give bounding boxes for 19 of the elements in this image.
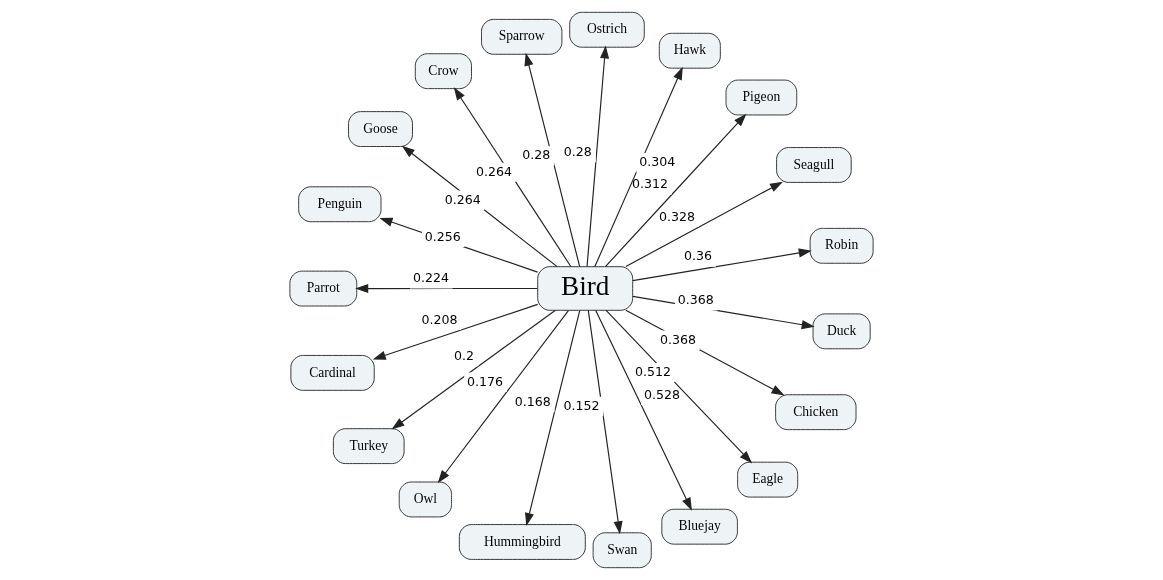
edge-label: 0.256 [424,228,461,244]
edge-label: 0.368 [677,292,714,308]
edge-label: 0.512 [635,363,672,379]
edge-label: 0.152 [563,397,600,413]
edge-label: 0.28 [522,147,551,163]
edge-label: 0.224 [412,270,449,286]
edge-label: 0.264 [444,191,481,207]
edge-label: 0.528 [644,386,681,402]
edge-label: 0.328 [659,208,696,224]
edge-label: 0.264 [476,163,513,179]
edge-label: 0.304 [639,154,676,170]
edge-label: 0.28 [563,143,592,159]
edge-label: 0.36 [684,248,713,264]
edge-label: 0.168 [514,393,551,409]
edge-label: 0.208 [421,311,458,327]
edge-label: 0.176 [467,373,504,389]
edge-label: 0.368 [660,331,697,347]
edge-label: 0.2 [454,347,475,363]
edge-label: 0.312 [631,176,668,192]
